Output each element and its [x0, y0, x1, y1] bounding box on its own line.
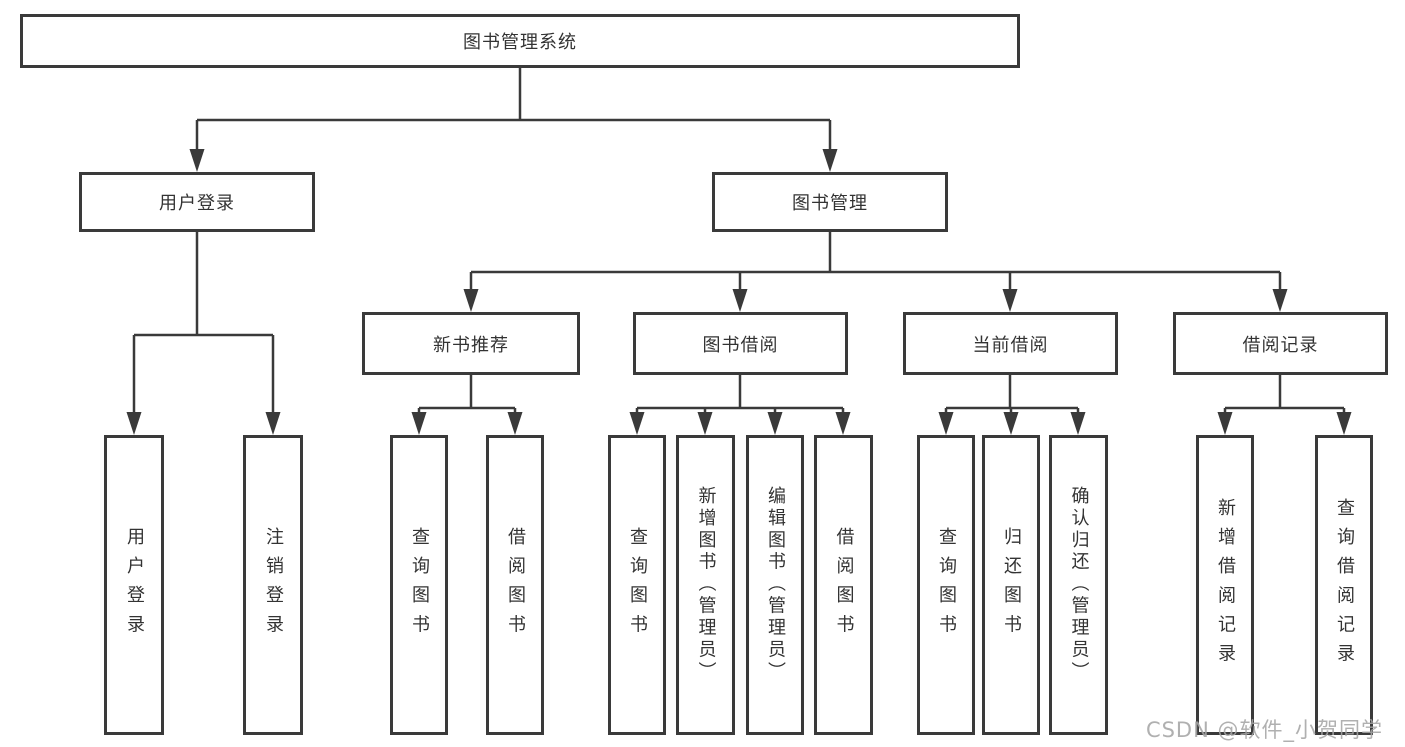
node-new-book-recommend: 新书推荐	[362, 312, 580, 375]
node-current-borrow: 当前借阅	[903, 312, 1118, 375]
arrowheads	[126, 149, 1352, 435]
leaf-borrow-books-recommend: 借阅图书	[486, 435, 544, 735]
leaf-confirm-return-admin: 确认归还（管理员）	[1049, 435, 1108, 735]
leaf-user-login: 用户登录	[104, 435, 164, 735]
leaf-query-books-current: 查询图书	[917, 435, 975, 735]
node-book-management: 图书管理	[712, 172, 948, 232]
leaf-query-books-recommend: 查询图书	[390, 435, 448, 735]
leaf-borrow-books: 借阅图书	[814, 435, 873, 735]
leaf-add-borrow-record: 新增借阅记录	[1196, 435, 1254, 735]
leaf-query-books-borrow: 查询图书	[608, 435, 666, 735]
node-user-login: 用户登录	[79, 172, 315, 232]
leaf-return-books: 归还图书	[982, 435, 1040, 735]
node-root: 图书管理系统	[20, 14, 1020, 68]
leaf-logout: 注销登录	[243, 435, 303, 735]
leaf-edit-book-admin: 编辑图书（管理员）	[746, 435, 804, 735]
leaf-add-book-admin: 新增图书（管理员）	[676, 435, 735, 735]
node-borrow-records: 借阅记录	[1173, 312, 1388, 375]
csdn-watermark: CSDN @软件_小贺同学	[1145, 718, 1383, 742]
node-book-borrow: 图书借阅	[633, 312, 848, 375]
leaf-query-borrow-record: 查询借阅记录	[1315, 435, 1373, 735]
